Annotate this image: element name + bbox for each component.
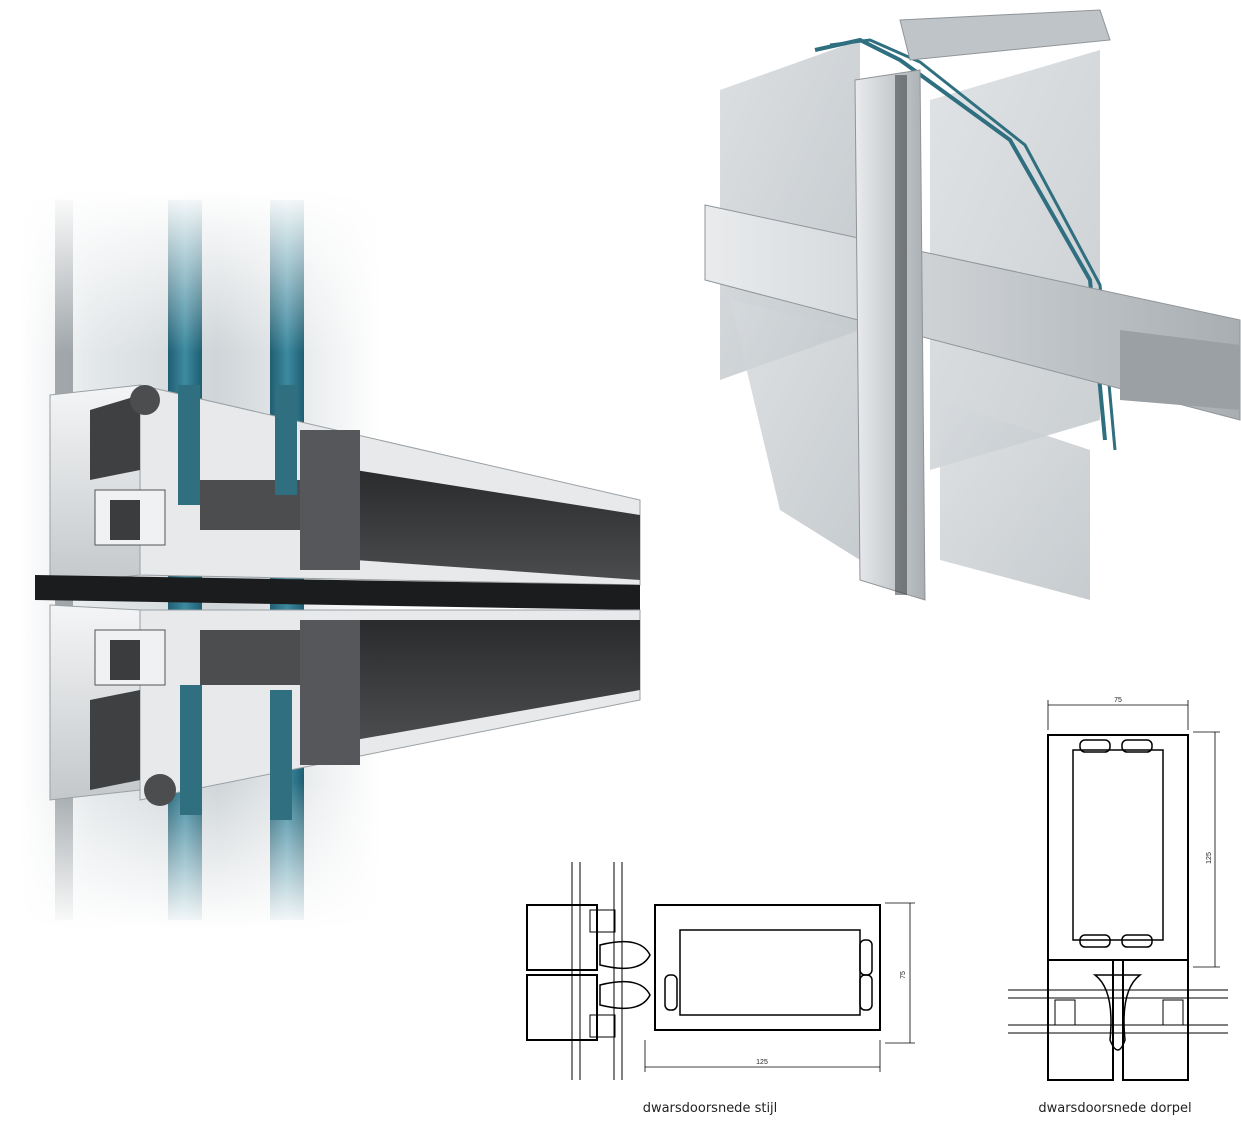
stijl-height-dimension: 75	[900, 971, 907, 979]
mullion-profile-3d	[854, 69, 926, 601]
stijl-width-dimension: 125	[756, 1059, 768, 1066]
transom-profile-3d	[704, 9, 1241, 421]
dorpel-dimension-lines	[1047, 700, 1220, 968]
joint-line	[35, 575, 640, 610]
dorpel-caption: dwarsdoorsnede dorpel	[1038, 1101, 1192, 1116]
transom-upper	[49, 384, 641, 586]
dorpel-height-dimension: 125	[1206, 852, 1213, 864]
dorpel-width-dimension: 75	[1114, 697, 1122, 704]
stijl-caption: dwarsdoorsnede stijl	[642, 1101, 778, 1116]
glass-panes	[720, 40, 1100, 600]
dorpel-profile-lines	[1008, 734, 1228, 1081]
transom-lower	[49, 604, 641, 806]
glass-edge-line	[814, 37, 1107, 441]
profile-section-render	[20, 190, 641, 930]
